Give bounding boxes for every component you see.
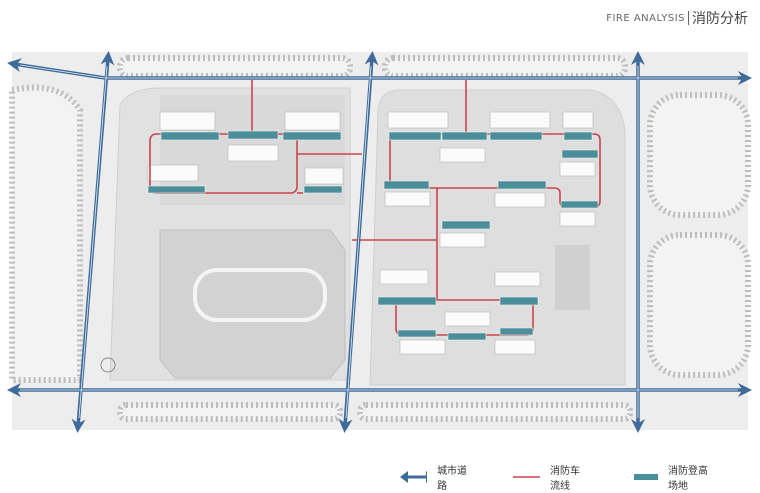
commercial-building [159, 229, 346, 379]
teal-bar-icon [633, 474, 658, 480]
legend-item-city-road: 城市道路 [400, 462, 469, 492]
title-cn: 消防分析 [692, 11, 748, 27]
residential-buildings [147, 111, 596, 355]
legend: 城市道路 消防车流线 消防登高场地 [400, 462, 760, 492]
page-header: FIRE ANALYSIS 消防分析 [606, 8, 748, 28]
title-en: FIRE ANALYSIS [606, 12, 685, 24]
legend-item-fire-route: 消防车流线 [512, 462, 590, 492]
fire-rescue-pads [147, 130, 599, 341]
red-line-icon [512, 476, 541, 478]
double-arrow-icon [400, 471, 428, 483]
legend-label: 城市道路 [437, 466, 468, 492]
road-centerlines [19, 64, 738, 419]
legend-label: 消防车流线 [550, 466, 581, 492]
title-divider [688, 11, 689, 25]
legend-item-rescue-pad: 消防登高场地 [633, 462, 716, 492]
legend-label: 消防登高场地 [667, 466, 708, 492]
